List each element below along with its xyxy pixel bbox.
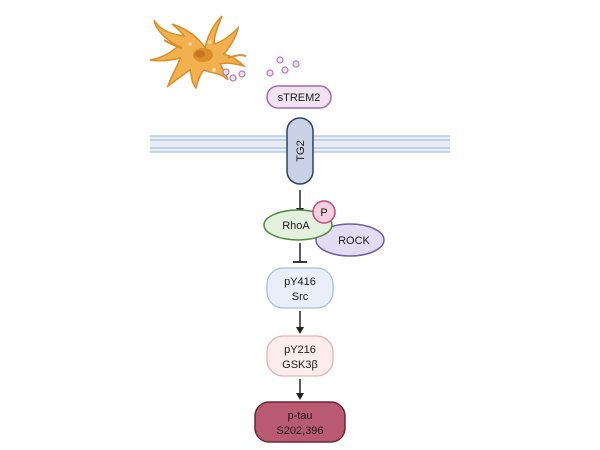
gsk3b-line2: GSK3β: [282, 359, 318, 371]
secreted-vesicles-icon: [222, 56, 300, 82]
phosphate-badge: P: [312, 200, 336, 224]
gsk3b-line1: pY216: [284, 344, 316, 356]
ptau-node: p-tau S202,396: [254, 401, 346, 443]
src-line1: pY416: [284, 276, 316, 288]
arrow-src-to-gsk3b: [296, 311, 304, 334]
inhibition-rhoa-to-src: [293, 243, 307, 263]
tg2-label: TG2: [295, 140, 307, 161]
ptau-line1: p-tau: [287, 410, 312, 422]
rock-node: ROCK: [315, 223, 385, 257]
strem2-label: sTREM2: [278, 92, 321, 104]
src-line2: Src: [292, 291, 309, 303]
tg2-receptor-node: TG2: [286, 117, 314, 185]
ptau-line2: S202,396: [276, 425, 323, 437]
microglia-cell-icon: [149, 15, 247, 90]
src-node: pY416 Src: [266, 267, 334, 309]
rock-label: ROCK: [338, 235, 370, 247]
phosphate-label: P: [320, 207, 327, 219]
rhoa-label: RhoA: [282, 220, 310, 232]
gsk3b-node: pY216 GSK3β: [266, 335, 334, 377]
strem2-node: sTREM2: [266, 85, 332, 109]
arrow-gsk3b-to-ptau: [296, 379, 304, 400]
